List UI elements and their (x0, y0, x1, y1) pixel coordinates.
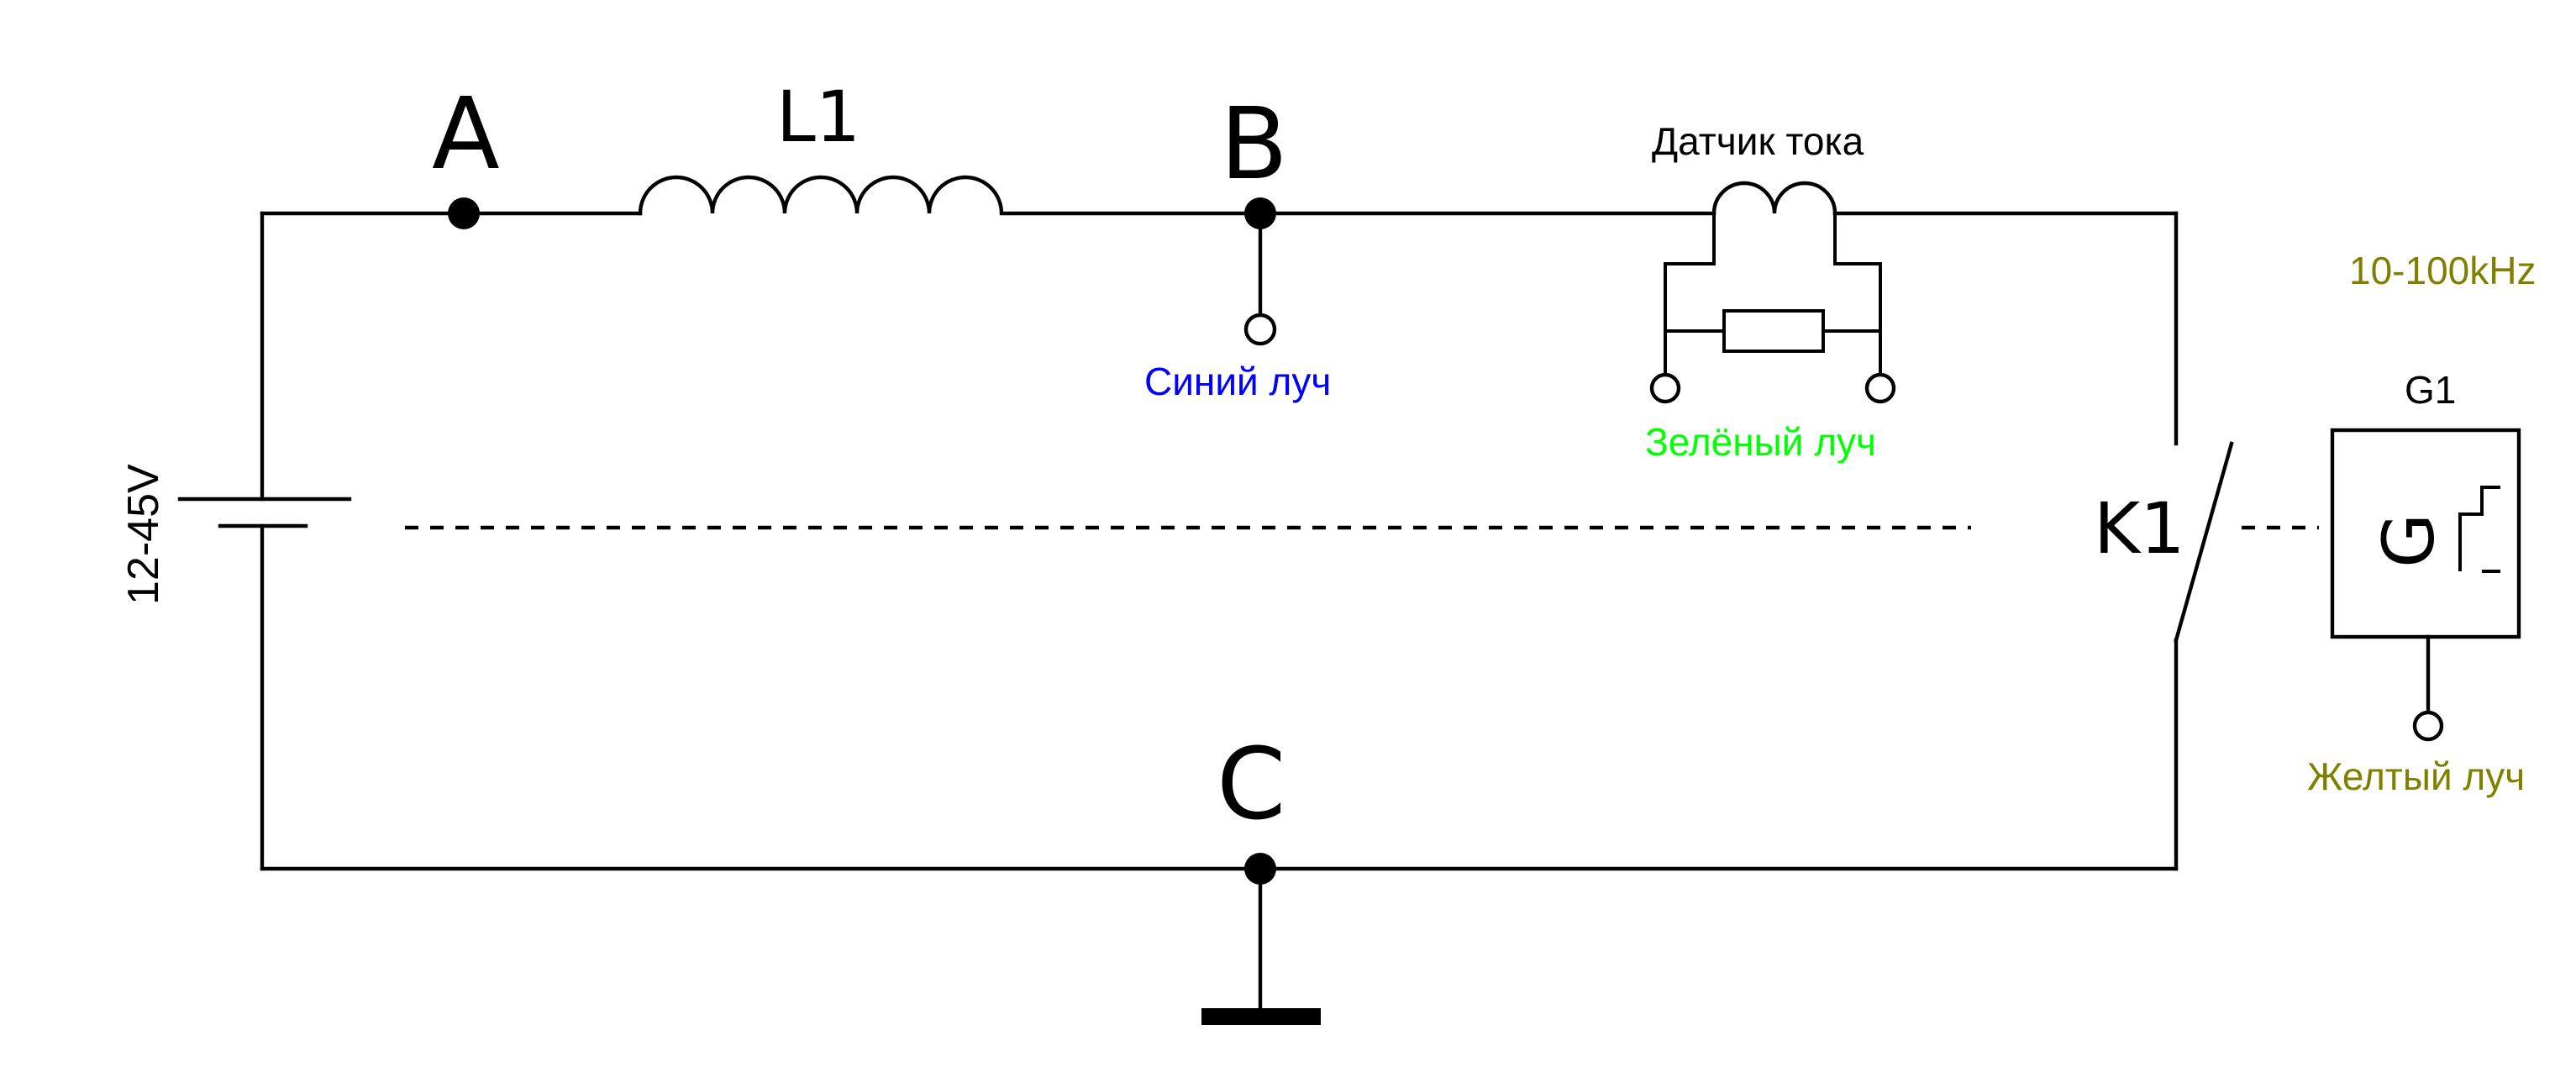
frequency-label: 10-100kHz (2349, 249, 2536, 292)
node-c-label: C (1217, 726, 1285, 842)
node-a-label: A (432, 76, 500, 192)
current-sensor-label: Датчик тока (1652, 119, 1864, 163)
generator-symbol: G (2368, 513, 2450, 568)
switch-label: K1 (2094, 487, 2185, 570)
generator-label: G1 (2405, 368, 2456, 412)
node-b-label: B (1220, 86, 1288, 202)
blue-probe-terminal (1243, 313, 1277, 346)
node-b: B Синий луч (1144, 86, 1331, 403)
voltage-label: 12-45V (119, 464, 168, 605)
switch-k1: K1 (2094, 441, 2234, 643)
pulse-generator-icon: G (2330, 428, 2521, 639)
battery: 12-45V (119, 464, 352, 605)
sensor-lead-left (1664, 213, 1716, 375)
resistor-icon (1665, 309, 1880, 353)
shunt-body (1722, 309, 1825, 353)
sensor-winding (1711, 181, 1837, 216)
inductor-l1: L1 (638, 76, 1004, 216)
inductor-coil-icon (638, 175, 1004, 216)
switch-icon (2174, 441, 2234, 643)
circuit-wires (260, 211, 2179, 871)
ground-icon (1201, 1008, 1321, 1025)
battery-icon (177, 497, 352, 528)
pulse-waveform (2458, 486, 2500, 571)
green-probe-label: Зелёный луч (1645, 420, 1876, 464)
node-c: C (1201, 726, 1321, 1025)
node-a-dot (448, 197, 480, 229)
generator-body (2330, 428, 2521, 639)
inductor-label: L1 (776, 76, 860, 158)
current-sensor: Датчик тока Зелёный луч (1645, 119, 1896, 464)
sensor-lead-right (1833, 213, 1882, 375)
green-probe-terminal-left (1649, 372, 1681, 404)
blue-probe-label: Синий луч (1144, 360, 1331, 403)
yellow-probe-terminal (2412, 710, 2444, 742)
yellow-probe-label: Желтый луч (2307, 754, 2525, 798)
green-probe-terminal-right (1864, 372, 1896, 404)
node-a: A (432, 76, 500, 229)
generator-g1: 10-100kHz G1 G Желтый луч (2307, 249, 2536, 798)
current-transformer-icon (1664, 181, 1882, 375)
